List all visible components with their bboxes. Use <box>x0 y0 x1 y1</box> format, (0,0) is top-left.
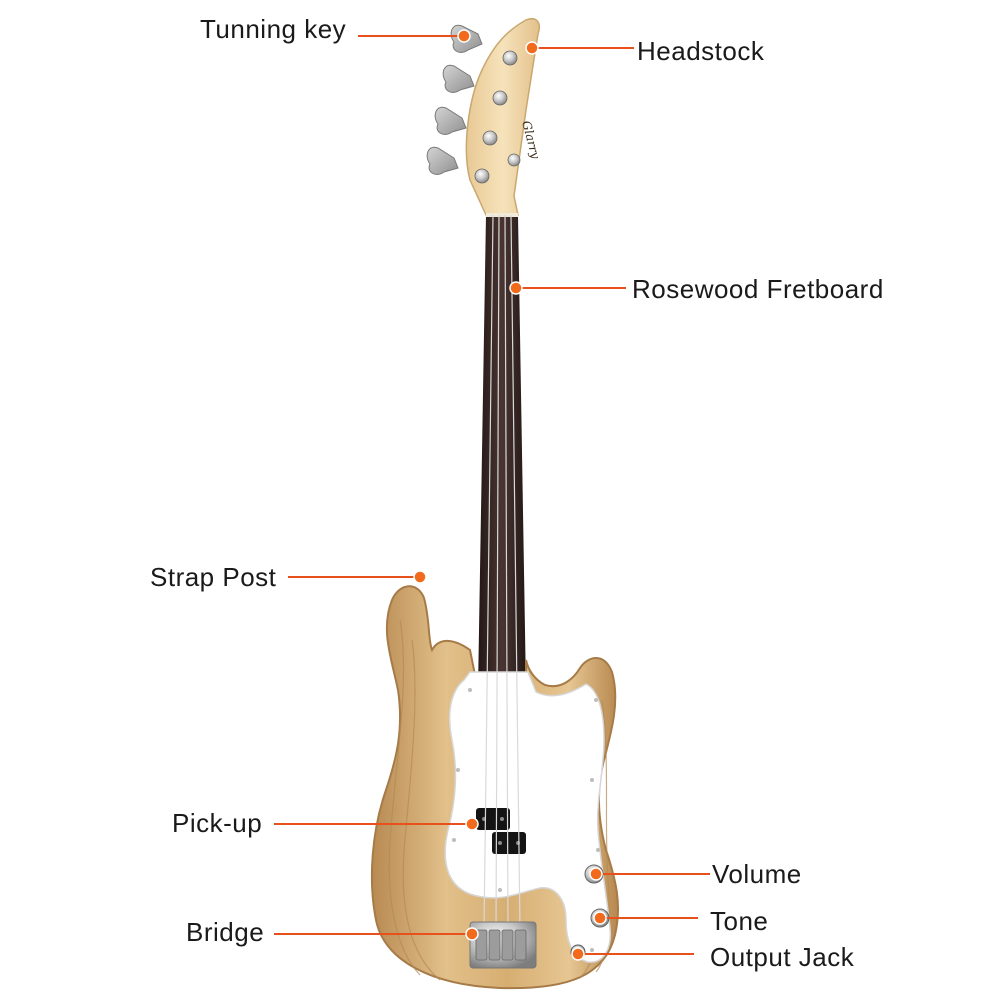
pickguard-screws <box>452 688 600 952</box>
label-tuning-key: Tunning key <box>200 14 347 44</box>
headstock-logo: Glarry <box>519 119 543 160</box>
label-output-jack: Output Jack <box>710 942 855 972</box>
string-tree <box>507 153 521 167</box>
tuner-post-2 <box>492 90 508 106</box>
callout-dot-headstock <box>525 41 539 55</box>
callout-dot-strap-post <box>413 570 427 584</box>
label-tone: Tone <box>710 906 769 936</box>
tuner-post-3 <box>482 130 498 146</box>
callout-dot-tuning-key <box>457 29 471 43</box>
label-headstock: Headstock <box>637 36 765 66</box>
strings <box>483 214 521 931</box>
callout-dot-output-jack <box>571 947 585 961</box>
callout-dot-volume <box>589 867 603 881</box>
callout-dots <box>413 29 607 961</box>
tuning-key-2 <box>442 64 475 93</box>
headstock <box>465 18 540 216</box>
tuner-post-1 <box>502 50 518 66</box>
callout-dot-pickup <box>465 817 479 831</box>
label-fretboard: Rosewood Fretboard <box>632 274 884 304</box>
pickup-lower <box>492 832 526 854</box>
callout-lines <box>274 35 710 955</box>
nut <box>486 213 518 217</box>
bridge <box>469 921 537 969</box>
pickup-upper <box>476 808 510 830</box>
callout-dot-fretboard <box>509 281 523 295</box>
label-pickup: Pick-up <box>172 808 263 838</box>
label-strap-post: Strap Post <box>150 562 277 592</box>
tuner-posts <box>474 50 521 184</box>
callout-dot-bridge <box>465 927 479 941</box>
label-bridge: Bridge <box>186 917 265 947</box>
tuner-post-4 <box>474 168 490 184</box>
fretboard <box>478 215 526 690</box>
label-volume: Volume <box>712 859 802 889</box>
tuning-key-3 <box>434 106 467 135</box>
callout-dot-tone <box>593 911 607 925</box>
tuning-key-4 <box>426 146 459 175</box>
